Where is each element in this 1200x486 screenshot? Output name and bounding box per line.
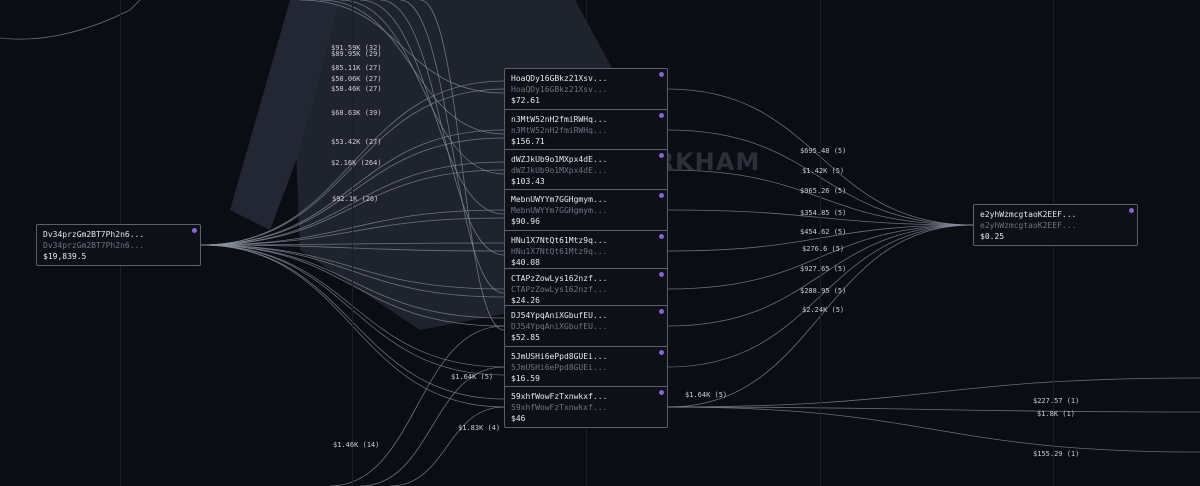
entity-dot-icon	[659, 350, 664, 355]
node-address: Dv34przGm2BT7Ph2n6...	[43, 230, 145, 239]
edge	[667, 406, 1200, 413]
edge	[379, 0, 505, 256]
node-address-sub: n3MtW52nH2fmiRWHq...	[511, 126, 608, 135]
node-address: dWZJkUb9o1MXpx4dE...	[511, 155, 608, 164]
entity-dot-icon	[659, 234, 664, 239]
entity-dot-icon	[1129, 208, 1134, 213]
edge-label[interactable]: $288.95 (5)	[800, 287, 847, 295]
entity-dot-icon	[192, 228, 197, 233]
edge	[667, 406, 1200, 453]
grid-guide	[820, 0, 821, 486]
node-address: HoaQDy16GBkz21Xsv...	[511, 74, 608, 83]
edge-label[interactable]: $1.64K (5)	[451, 373, 494, 381]
entity-dot-icon	[659, 153, 664, 158]
node-value: $46	[511, 414, 526, 423]
address-node[interactable]: DJ54YpqAniXGbufEU... DJ54YpqAniXGbufEU...…	[504, 305, 668, 347]
edge	[329, 325, 505, 486]
node-value: $24.26	[511, 296, 540, 305]
node-value: $103.43	[511, 177, 545, 186]
edge-label[interactable]: $1.46K (14)	[333, 441, 380, 449]
address-node[interactable]: HoaQDy16GBkz21Xsv... HoaQDy16GBkz21Xsv...…	[504, 68, 668, 110]
edge-label[interactable]: $927.65 (5)	[800, 265, 847, 273]
node-address: HNu1X7NtQt61Mtz9q...	[511, 236, 608, 245]
address-node[interactable]: MebnUWYYm7GGHgmym... MebnUWYYm7GGHgmym...…	[504, 189, 668, 231]
edge-label[interactable]: $1.83K (4)	[458, 424, 501, 432]
entity-dot-icon	[659, 113, 664, 118]
grid-guide	[352, 0, 353, 486]
node-value: $40.08	[511, 258, 540, 267]
edge-label[interactable]: $276.6 (5)	[802, 245, 845, 253]
edge	[359, 366, 505, 486]
entity-dot-icon	[659, 193, 664, 198]
node-address-sub: HNu1X7NtQt61Mtz9q...	[511, 247, 608, 256]
edge-label[interactable]: $454.62 (5)	[800, 228, 847, 236]
top-left-arc	[0, 0, 141, 40]
node-value: $0.25	[980, 232, 1005, 241]
node-address-sub: e2yhWzmcgtaoK2EEF...	[980, 221, 1077, 230]
edge	[667, 377, 1200, 408]
node-address: n3MtW52nH2fmiRWHq...	[511, 115, 608, 124]
node-value: $90.96	[511, 217, 540, 226]
address-node[interactable]: CTAPzZowLys162nzf... CTAPzZowLys162nzf...…	[504, 268, 668, 310]
entity-dot-icon	[659, 72, 664, 77]
edge	[419, 0, 505, 331]
node-value: $72.61	[511, 96, 540, 105]
node-value: $16.59	[511, 374, 540, 383]
edge-label[interactable]: $354.85 (5)	[800, 209, 847, 217]
edge-label[interactable]: $58.06K (27)	[331, 75, 382, 83]
edge	[339, 0, 505, 175]
edge-label[interactable]: $965.26 (5)	[800, 187, 847, 195]
address-node[interactable]: dWZJkUb9o1MXpx4dE... dWZJkUb9o1MXpx4dE...…	[504, 149, 668, 191]
edge-label[interactable]: $92.1K (26)	[332, 195, 379, 203]
address-node[interactable]: 59xhfWowFzTxnwkxf... 59xhfWowFzTxnwkxf...…	[504, 386, 668, 428]
address-node[interactable]: n3MtW52nH2fmiRWHq... n3MtW52nH2fmiRWHq...…	[504, 109, 668, 151]
address-node[interactable]: HNu1X7NtQt61Mtz9q... HNu1X7NtQt61Mtz9q...…	[504, 230, 668, 272]
edge-label[interactable]: $85.11K (27)	[331, 64, 382, 72]
node-address: DJ54YpqAniXGbufEU...	[511, 311, 608, 320]
address-node[interactable]: 5JmUSHi6ePpd8GUEi... 5JmUSHi6ePpd8GUEi...…	[504, 346, 668, 388]
edge-label[interactable]: $53.42K (27)	[331, 138, 382, 146]
node-address-sub: MebnUWYYm7GGHgmym...	[511, 206, 608, 215]
entity-dot-icon	[659, 272, 664, 277]
node-address: MebnUWYYm7GGHgmym...	[511, 195, 608, 204]
target-node[interactable]: e2yhWzmcgtaoK2EEF... e2yhWzmcgtaoK2EEF..…	[973, 204, 1138, 246]
edge-label[interactable]: $2.16K (264)	[331, 159, 382, 167]
entity-dot-icon	[659, 390, 664, 395]
node-address: 5JmUSHi6ePpd8GUEi...	[511, 352, 608, 361]
node-value: $19,839.5	[43, 252, 87, 261]
edge	[399, 0, 505, 294]
entity-dot-icon	[659, 309, 664, 314]
node-address: CTAPzZowLys162nzf...	[511, 274, 608, 283]
node-value: $156.71	[511, 137, 545, 146]
node-address-sub: Dv34przGm2BT7Ph2n6...	[43, 241, 145, 250]
edge-label[interactable]: $58.46K (27)	[331, 85, 382, 93]
node-address-sub: DJ54YpqAniXGbufEU...	[511, 322, 608, 331]
edge-label[interactable]: $91.59K (32)	[331, 44, 382, 52]
node-address-sub: CTAPzZowLys162nzf...	[511, 285, 608, 294]
edge-label[interactable]: $227.57 (1)	[1033, 397, 1080, 405]
node-address-sub: dWZJkUb9o1MXpx4dE...	[511, 166, 608, 175]
edge	[359, 0, 505, 215]
edge-label[interactable]: $1.42K (5)	[802, 167, 845, 175]
edge-label[interactable]: $1.8K (1)	[1037, 410, 1075, 418]
edge	[389, 406, 505, 486]
node-address: 59xhfWowFzTxnwkxf...	[511, 392, 608, 401]
node-value: $52.85	[511, 333, 540, 342]
edge-label[interactable]: $1.64K (5)	[685, 391, 728, 399]
node-address-sub: 5JmUSHi6ePpd8GUEi...	[511, 363, 608, 372]
edge-label[interactable]: $68.63K (39)	[331, 109, 382, 117]
edge-label[interactable]: $695.48 (5)	[800, 147, 847, 155]
edge-label[interactable]: $155.29 (1)	[1033, 450, 1080, 458]
edge-label[interactable]: $2.24K (5)	[802, 306, 845, 314]
node-address-sub: 59xhfWowFzTxnwkxf...	[511, 403, 608, 412]
edge-label[interactable]: $89.95K (29)	[331, 50, 382, 58]
node-address: e2yhWzmcgtaoK2EEF...	[980, 210, 1077, 219]
node-address-sub: HoaQDy16GBkz21Xsv...	[511, 85, 608, 94]
source-node[interactable]: Dv34przGm2BT7Ph2n6... Dv34przGm2BT7Ph2n6…	[36, 224, 201, 266]
